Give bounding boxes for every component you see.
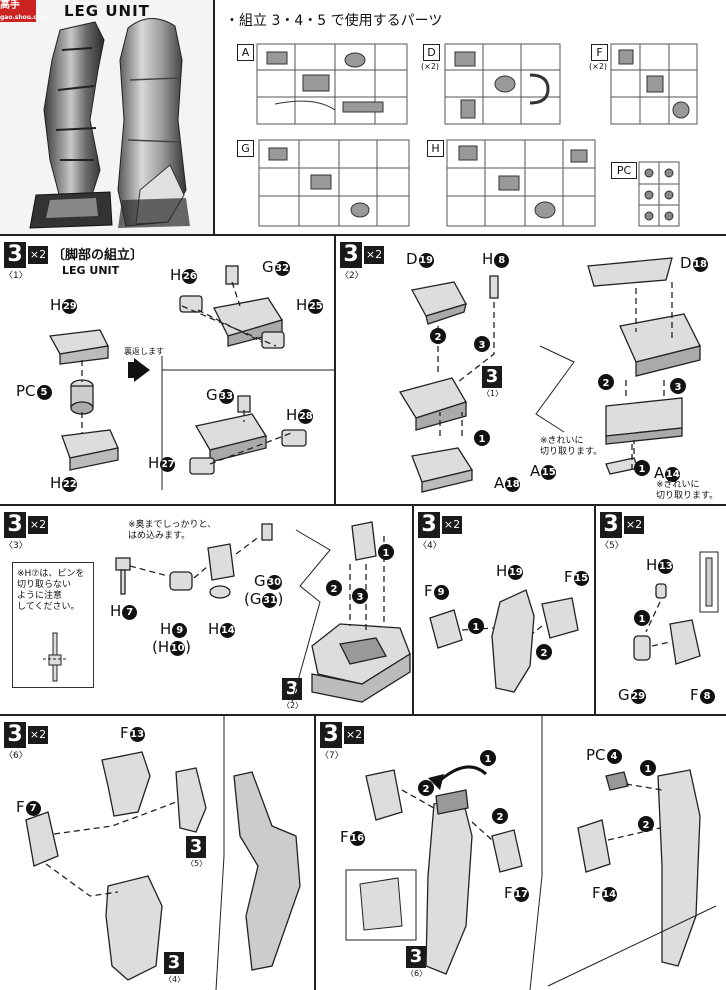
runner-count-f: (×2) bbox=[589, 62, 608, 71]
runner-label-a: A bbox=[237, 44, 254, 61]
svg-text:1: 1 bbox=[645, 764, 652, 775]
svg-text:2: 2 bbox=[643, 820, 650, 831]
step-reference-4: 3〈4〉 bbox=[164, 952, 186, 984]
caution-box: ※H⑦は、ピンを 切り取らない ように注意 してください。 bbox=[12, 562, 94, 688]
svg-text:2: 2 bbox=[435, 332, 442, 343]
step-3-2-diagram: 2 3 1 2 3 1 bbox=[398, 257, 701, 493]
step-3-4-diagram: 12 bbox=[429, 589, 579, 693]
svg-text:1: 1 bbox=[485, 754, 492, 765]
step-3-5-diagram: 1 bbox=[633, 551, 719, 665]
parts-used-panel: ・組立 3・4・5 で使用するパーツ A D (×2) F (×2) G H P… bbox=[215, 0, 726, 236]
svg-text:2: 2 bbox=[497, 812, 504, 823]
runner-sprue-drawings bbox=[256, 43, 698, 227]
svg-text:3: 3 bbox=[479, 340, 486, 351]
svg-text:1: 1 bbox=[479, 434, 486, 445]
svg-text:1: 1 bbox=[639, 614, 646, 625]
note-h7-pin: ※H⑦は、ピンを 切り取らない ように注意 してください。 bbox=[17, 569, 85, 612]
parts-heading: ・組立 3・4・5 で使用するパーツ bbox=[225, 13, 443, 29]
svg-text:3: 3 bbox=[675, 382, 682, 393]
svg-text:2: 2 bbox=[541, 648, 548, 659]
step-3-3-panel: 3×2 〈3〉 ※奥までしっかりと、 はめ込みます。 ※H⑦は、ピンを 切り取ら… bbox=[0, 506, 414, 716]
runner-label-d: D bbox=[423, 44, 440, 61]
svg-text:1: 1 bbox=[639, 464, 646, 475]
step-3-7-diagram: 1 2 2 1 2 bbox=[345, 716, 717, 990]
svg-text:2: 2 bbox=[423, 784, 430, 795]
step-3-6-diagram bbox=[25, 716, 301, 990]
svg-text:1: 1 bbox=[473, 622, 480, 633]
step-badge: 3×2 〈3〉 bbox=[4, 512, 48, 551]
svg-text:3: 3 bbox=[357, 592, 364, 603]
runner-label-h: H bbox=[427, 140, 444, 157]
step-badge: 3×2 〈1〉 bbox=[4, 242, 48, 281]
svg-text:2: 2 bbox=[331, 584, 338, 595]
step-badge: 3×2 〈5〉 bbox=[600, 512, 644, 551]
step-3-1-diagram bbox=[48, 265, 334, 490]
runner-label-pc: PC bbox=[611, 162, 637, 179]
leg-unit-photo bbox=[29, 18, 190, 229]
flip-note: 裏返します bbox=[124, 347, 164, 356]
step-badge: 3×2 〈6〉 bbox=[4, 722, 48, 761]
step-3-3-diagram: 2 3 1 bbox=[115, 521, 411, 703]
runner-label-f: F bbox=[591, 44, 608, 61]
svg-text:2: 2 bbox=[603, 378, 610, 389]
note-press-in: ※奥までしっかりと、 はめ込みます。 bbox=[128, 520, 217, 541]
step-badge: 3×2 〈2〉 bbox=[340, 242, 384, 281]
section-title-jp: 〔脚部の組立〕 bbox=[52, 248, 144, 263]
note-a15: ※きれいに 切り取ります。 bbox=[540, 436, 603, 457]
runner-label-g: G bbox=[237, 140, 254, 157]
note-a14: ※きれいに 切り取ります。 bbox=[656, 480, 719, 501]
svg-text:1: 1 bbox=[383, 548, 390, 559]
step-badge: 3×2 〈4〉 bbox=[418, 512, 462, 551]
step-reference-5: 3〈5〉 bbox=[186, 836, 208, 868]
step-badge: 3×2 〈7〉 bbox=[320, 722, 364, 761]
page-title: LEG UNIT bbox=[64, 2, 150, 20]
step-reference: 3〈1〉 bbox=[482, 366, 504, 398]
step-reference: 3〈6〉 bbox=[406, 946, 428, 978]
runner-count-d: (×2) bbox=[421, 62, 440, 71]
section-title-en: LEG UNIT bbox=[62, 264, 120, 277]
